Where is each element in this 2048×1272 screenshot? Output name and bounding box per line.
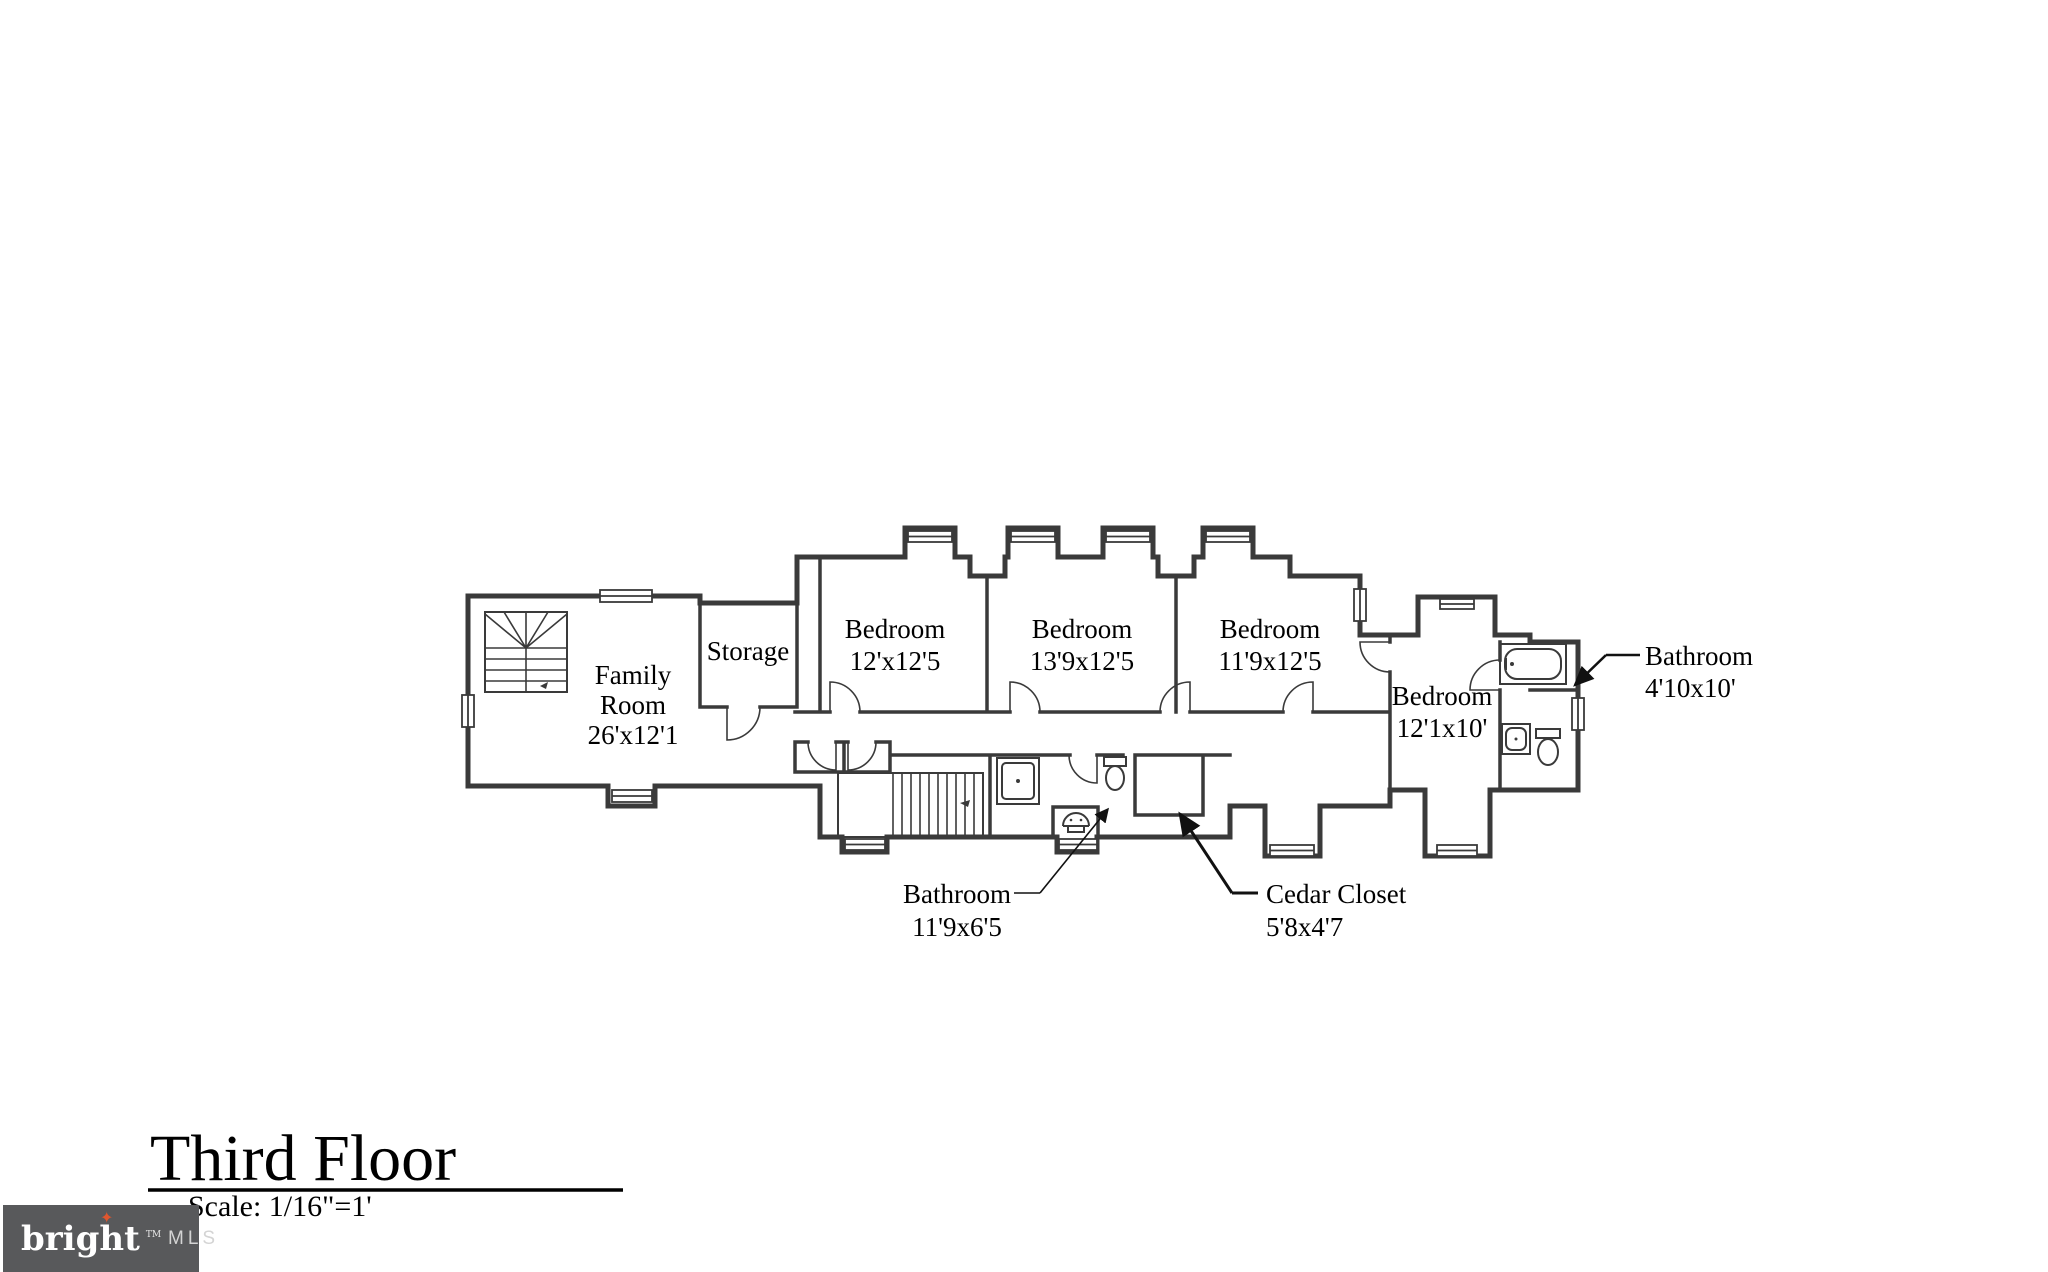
window-icon xyxy=(907,530,953,543)
door-arc-hall-bathroom xyxy=(1068,754,1098,784)
window-icon xyxy=(1571,697,1585,731)
door-arc-storage xyxy=(726,706,761,741)
window-icon xyxy=(1058,838,1098,851)
door-arc-bedroom-3 xyxy=(1159,681,1191,713)
room-label-cedar-closet: Cedar Closet xyxy=(1266,879,1407,909)
window-icon xyxy=(1353,588,1367,622)
room-labels: Family Room 26'x12'1 Storage Bedroom 12'… xyxy=(588,614,1753,942)
brand-name: bright✦ TM xyxy=(21,1209,162,1259)
window-icon xyxy=(844,838,886,851)
leader-bathroom-ensuite xyxy=(1573,653,1640,687)
room-label-bedroom-3: Bedroom xyxy=(1220,614,1321,644)
room-label-bedroom-1: Bedroom xyxy=(845,614,946,644)
windows xyxy=(461,530,1585,857)
plan-scale: Scale: 1/16"=1' xyxy=(188,1190,372,1223)
door-arc-ensuite xyxy=(1469,659,1501,691)
plan-title: Third Floor xyxy=(150,1122,456,1195)
room-label-bedroom-4: Bedroom xyxy=(1392,681,1493,711)
leader-arrows xyxy=(1014,653,1640,895)
stairs-lower-icon xyxy=(837,772,984,838)
room-dims-family-room: 26'x12'1 xyxy=(588,720,679,750)
room-dims-bedroom-4: 12'1x10' xyxy=(1397,713,1488,743)
fixtures xyxy=(996,643,1567,833)
room-dims-bedroom-3: 11'9x12'5 xyxy=(1218,646,1321,676)
door-arc-closet-right xyxy=(847,741,877,771)
inner-walls xyxy=(698,555,1580,839)
sink-icon xyxy=(1501,723,1531,755)
room-dims-bedroom-1: 12'x12'5 xyxy=(850,646,941,676)
stairs-upper-icon xyxy=(484,611,568,693)
toilet-icon xyxy=(1103,756,1127,791)
door-arc-bedroom-2 xyxy=(1009,681,1041,713)
room-label-family-room: Family xyxy=(595,660,672,690)
room-dims-bathroom-ensuite: 4'10x10' xyxy=(1645,673,1736,703)
window-icon xyxy=(611,789,653,803)
room-label-bedroom-2: Bedroom xyxy=(1032,614,1133,644)
leader-cedar-closet xyxy=(1178,811,1258,895)
room-label-bathroom-hall: Bathroom xyxy=(903,879,1011,909)
door-arc-hall-right xyxy=(1282,681,1314,713)
window-icon xyxy=(1105,530,1151,543)
room-label-family-room-2: Room xyxy=(600,690,666,720)
shower-icon xyxy=(996,757,1040,805)
brand-name-text: bright xyxy=(21,1218,140,1259)
door-arc-bedroom-1 xyxy=(829,681,861,713)
window-icon xyxy=(1010,530,1056,543)
bathtub-icon xyxy=(1499,643,1567,685)
leader-bathroom-hall xyxy=(1014,807,1110,894)
window-icon xyxy=(1439,598,1475,610)
title-block: Third Floor Scale: 1/16"=1' xyxy=(148,1122,623,1223)
room-dims-bedroom-2: 13'9x12'5 xyxy=(1030,646,1134,676)
brand-logo: bright✦TM MLS xyxy=(3,1205,215,1272)
window-icon xyxy=(1205,530,1251,543)
room-label-storage: Storage xyxy=(707,636,789,666)
window-icon xyxy=(599,589,653,603)
sink-icon xyxy=(1062,812,1090,833)
trademark-symbol: TM xyxy=(145,1230,162,1241)
window-icon xyxy=(1436,844,1478,857)
brand-suffix: MLS xyxy=(168,1227,220,1249)
window-icon xyxy=(461,694,475,728)
door-swings xyxy=(726,641,1501,784)
door-arc-closet-left xyxy=(807,741,837,771)
room-dims-bathroom-hall: 11'9x6'5 xyxy=(912,912,1002,942)
toilet-icon xyxy=(1535,728,1561,766)
logo-star-icon: ✦ xyxy=(100,1207,114,1227)
room-label-bathroom-ensuite: Bathroom xyxy=(1645,641,1753,671)
room-dims-cedar-closet: 5'8x4'7 xyxy=(1266,912,1343,942)
door-arc-bedroom-4 xyxy=(1359,641,1391,673)
window-icon xyxy=(1269,844,1315,857)
